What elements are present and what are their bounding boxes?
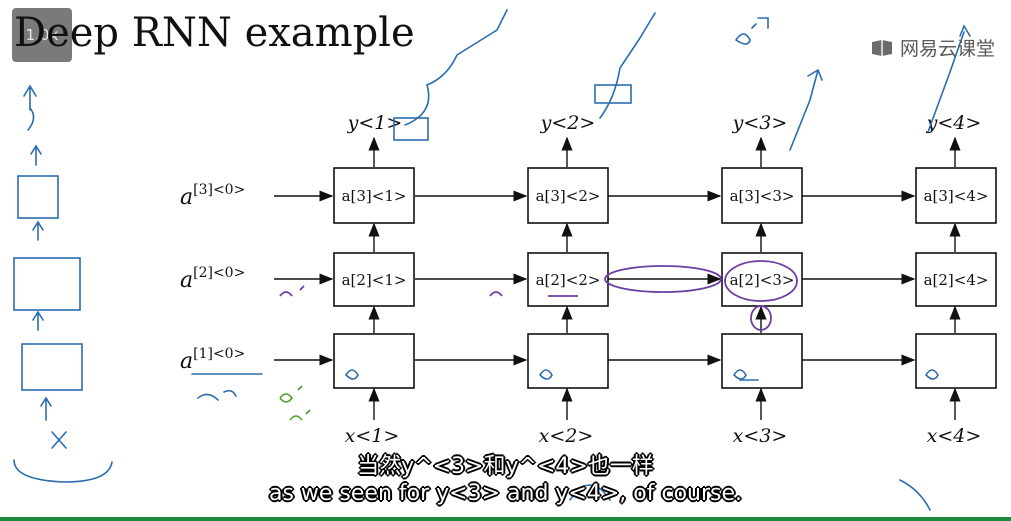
input-label: x<3> xyxy=(733,425,788,447)
unit-label: a[2]<2> xyxy=(536,271,601,289)
input-label: x<2> xyxy=(539,425,594,447)
handwritten-annotations xyxy=(13,9,971,511)
playback-speed-badge[interactable]: 1.0x xyxy=(12,8,72,62)
unit-box xyxy=(527,333,609,389)
unit-label: a[3]<1> xyxy=(342,187,407,205)
unit-label: a[2]<4> xyxy=(924,271,989,289)
initial-state-label: a[2]<0> xyxy=(180,265,245,293)
brand-watermark: 网易云课堂 xyxy=(870,34,995,61)
playback-speed-label: 1.0x xyxy=(25,26,59,44)
unit-box xyxy=(915,167,997,224)
unit-label: a[3]<3> xyxy=(730,187,795,205)
purple-annotations xyxy=(279,260,798,331)
video-progress-bar[interactable] xyxy=(0,517,1011,521)
unit-label: a[3]<2> xyxy=(536,187,601,205)
initial-state-label: a[1]<0> xyxy=(180,346,245,374)
subtitle-chinese: 当然y^<3>和y^<4>也一样 xyxy=(357,454,654,479)
input-label: x<1> xyxy=(345,425,400,447)
input-label: x<4> xyxy=(927,425,982,447)
output-label: y<3> xyxy=(732,112,788,134)
unit-box xyxy=(915,333,997,389)
initial-state-label: a[3]<0> xyxy=(180,182,245,210)
output-label: y<1> xyxy=(347,112,403,134)
unit-box xyxy=(721,167,803,224)
unit-box xyxy=(721,333,803,389)
unit-box xyxy=(333,167,415,224)
brand-name: 网易云课堂 xyxy=(900,38,996,60)
unit-label: a[2]<3> xyxy=(730,271,795,289)
output-label: y<4> xyxy=(926,112,982,134)
unit-box xyxy=(333,333,415,389)
unit-box xyxy=(527,252,609,307)
unit-box xyxy=(333,252,415,307)
green-annotations xyxy=(279,385,311,421)
unit-box xyxy=(527,167,609,224)
subtitle-english: as we seen for y<3> and y<4>, of course. xyxy=(268,481,743,506)
unit-box xyxy=(915,252,997,307)
unit-box xyxy=(721,252,803,307)
unit-label: a[2]<1> xyxy=(342,271,407,289)
brand-logo-icon xyxy=(872,39,892,56)
slide-title: Deep RNN example xyxy=(14,10,415,56)
output-label: y<2> xyxy=(540,112,596,134)
unit-label: a[3]<4> xyxy=(924,187,989,205)
